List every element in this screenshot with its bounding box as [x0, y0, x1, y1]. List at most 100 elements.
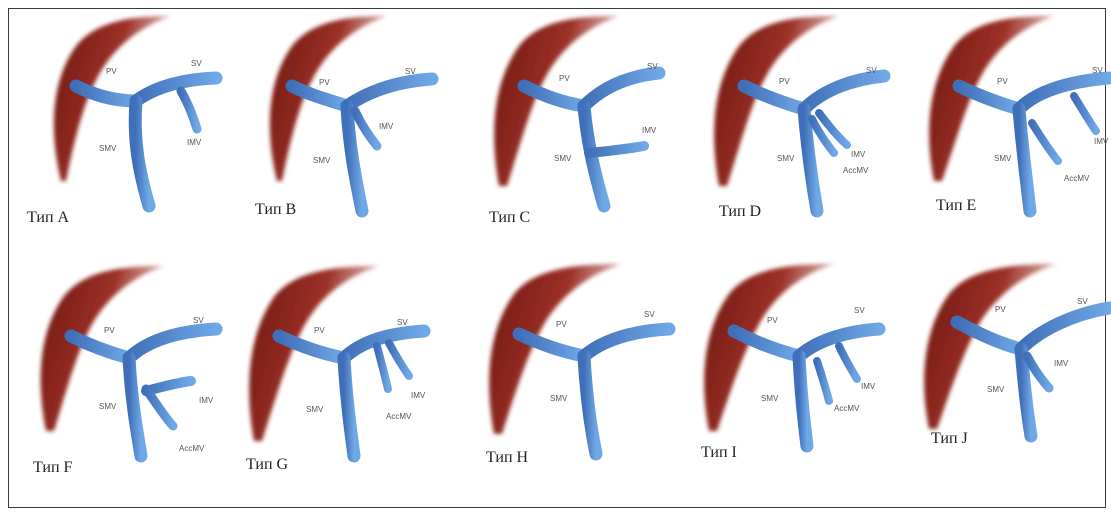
imv-label: IMV — [1094, 137, 1109, 146]
panel-type-b: PV SV SMV IMV Тип B — [237, 11, 437, 226]
smv-label: SMV — [99, 402, 117, 411]
sv-label: SV — [1077, 297, 1088, 306]
sv-vein — [1019, 78, 1109, 109]
smv-vein — [135, 101, 149, 206]
smv-vein — [799, 356, 807, 446]
caption-type-e: Тип E — [936, 197, 976, 215]
accmv-vein — [377, 346, 388, 389]
accmv-vein — [146, 389, 173, 426]
pv-label: PV — [997, 77, 1008, 86]
caption-type-g: Тип G — [246, 456, 288, 474]
sv-label: SV — [644, 310, 655, 319]
type-b-diagram: PV SV SMV IMV — [237, 11, 437, 226]
smv-vein — [584, 356, 596, 454]
sv-vein — [129, 329, 216, 358]
smv-label: SMV — [313, 156, 331, 165]
sv-label: SV — [193, 316, 204, 325]
smv-label: SMV — [994, 154, 1012, 163]
smv-label: SMV — [761, 394, 779, 403]
smv-label: SMV — [99, 144, 117, 153]
caption-type-c: Тип C — [489, 209, 530, 227]
panel-type-g: PV SV SMV IMV AccMV Тип G — [234, 261, 434, 476]
type-a-diagram: PV SV SMV IMV — [21, 11, 221, 226]
figure-frame: PV SV SMV IMV Тип A PV SV SMV IMV Тип B — [8, 8, 1106, 508]
imv-vein — [355, 111, 377, 146]
smv-label: SMV — [777, 154, 795, 163]
type-f-diagram: PV SV SMV IMV AccMV — [21, 261, 221, 476]
sv-vein — [136, 78, 216, 101]
sv-label: SV — [405, 67, 416, 76]
smv-label: SMV — [306, 405, 324, 414]
caption-type-j: Тип J — [931, 430, 968, 448]
sv-vein — [1021, 308, 1109, 349]
sv-label: SV — [191, 59, 202, 68]
imv-vein — [589, 146, 644, 153]
caption-type-a: Тип A — [27, 209, 69, 227]
type-g-diagram: PV SV SMV IMV AccMV — [234, 261, 434, 476]
smv-vein — [344, 358, 354, 456]
accmv-label: AccMV — [386, 412, 412, 421]
sv-label: SV — [854, 306, 865, 315]
accmv-label: AccMV — [1064, 174, 1090, 183]
imv-vein — [146, 381, 191, 391]
accmv-label: AccMV — [179, 444, 205, 453]
imv-vein — [389, 343, 409, 376]
imv-label: IMV — [411, 391, 426, 400]
panel-type-f: PV SV SMV IMV AccMV Тип F — [21, 261, 221, 476]
pv-label: PV — [314, 326, 325, 335]
caption-type-b: Тип B — [255, 201, 296, 219]
smv-label: SMV — [550, 394, 568, 403]
pv-label: PV — [319, 78, 330, 87]
smv-vein — [129, 358, 141, 456]
caption-type-h: Тип H — [486, 449, 528, 467]
sv-vein — [584, 329, 669, 356]
panel-type-h: PV SV SMV Тип H — [474, 259, 674, 474]
pv-label: PV — [559, 74, 570, 83]
type-h-diagram: PV SV SMV — [474, 259, 674, 474]
accmv-label: AccMV — [843, 166, 869, 175]
pv-label: PV — [767, 316, 778, 325]
smv-label: SMV — [554, 154, 572, 163]
sv-label: SV — [647, 62, 658, 71]
imv-label: IMV — [1054, 359, 1069, 368]
type-e-diagram: PV SV SMV IMV AccMV — [914, 11, 1111, 226]
accmv-label: AccMV — [834, 404, 860, 413]
imv-label: IMV — [187, 138, 202, 147]
sv-label: SV — [866, 66, 877, 75]
panel-type-i: PV SV SMV IMV AccMV Тип I — [689, 261, 889, 476]
panel-type-e: PV SV SMV IMV AccMV Тип E — [914, 11, 1111, 226]
smv-label: SMV — [987, 385, 1005, 394]
accmv-vein — [1032, 123, 1058, 161]
liver-shape — [924, 264, 1057, 429]
panel-type-d: PV SV SMV IMV AccMV Тип D — [699, 11, 899, 226]
panel-type-j: PV SV SMV IMV Тип J — [909, 264, 1109, 479]
accmv-vein — [817, 361, 829, 401]
imv-label: IMV — [851, 150, 866, 159]
pv-label: PV — [779, 77, 790, 86]
sv-vein — [347, 79, 432, 106]
imv-vein — [181, 91, 197, 129]
imv-label: IMV — [379, 122, 394, 131]
sv-label: SV — [397, 318, 408, 327]
type-c-diagram: PV SV SMV IMV — [479, 11, 679, 226]
panel-type-a: PV SV SMV IMV Тип A — [21, 11, 221, 226]
sv-vein — [804, 76, 884, 109]
pv-label: PV — [556, 320, 567, 329]
imv-label: IMV — [199, 396, 214, 405]
sv-vein — [344, 331, 424, 358]
type-d-diagram: PV SV SMV IMV AccMV — [699, 11, 899, 226]
caption-type-f: Тип F — [33, 459, 72, 477]
sv-vein — [584, 73, 659, 106]
imv-vein — [839, 346, 857, 379]
imv-label: IMV — [861, 382, 876, 391]
panel-type-c: PV SV SMV IMV Тип C — [479, 11, 679, 226]
pv-vein — [71, 336, 129, 358]
sv-label: SV — [1092, 66, 1103, 75]
pv-label: PV — [106, 67, 117, 76]
caption-type-d: Тип D — [719, 203, 761, 221]
pv-label: PV — [995, 305, 1006, 314]
imv-label: IMV — [642, 126, 657, 135]
imv-vein — [1074, 96, 1096, 131]
caption-type-i: Тип I — [701, 444, 737, 462]
pv-label: PV — [104, 326, 115, 335]
